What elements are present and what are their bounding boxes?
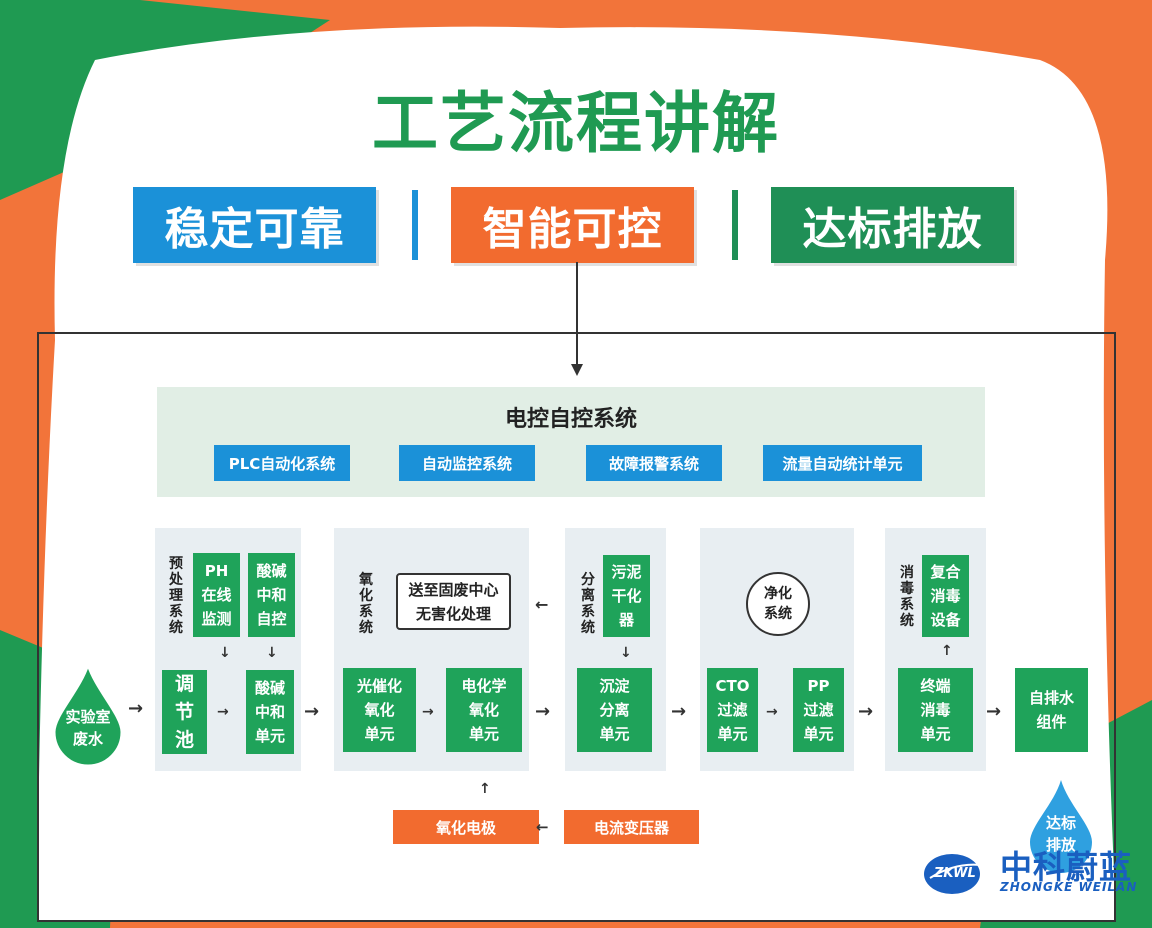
process-frame	[37, 332, 1116, 922]
separation-label: 分离系统	[581, 572, 595, 636]
sedimentation-unit: 沉淀 分离 单元	[577, 668, 652, 752]
arrow-down-icon: ↓	[266, 645, 278, 661]
sludge-dryer: 污泥 干化 器	[603, 555, 650, 637]
arrow-right-icon: →	[986, 701, 1002, 722]
arrow-right-icon: →	[535, 701, 551, 722]
composite-disinfection-device: 复合 消毒 设备	[922, 555, 969, 637]
electric-control-title: 电控自控系统	[504, 407, 637, 432]
cto-filter-unit: CTO 过滤 单元	[707, 668, 758, 752]
ph-monitor: PH 在线 监测	[193, 553, 240, 637]
page-title: 工艺流程讲解	[372, 85, 780, 162]
acid-base-control: 酸碱 中和 自控	[248, 553, 295, 637]
pp-filter-unit: PP 过滤 单元	[793, 668, 844, 752]
regulating-tank: 调 节 池	[162, 670, 207, 754]
logo-mark-icon	[924, 854, 997, 894]
arrow-right-icon: →	[304, 701, 320, 722]
input-wastewater: 实验室 废水	[65, 708, 111, 748]
logo-name: 中科蔚蓝	[1000, 848, 1133, 886]
separator	[732, 190, 738, 260]
plc-system: PLC自动化系统	[214, 445, 350, 481]
arrow-up-icon: ↑	[941, 643, 953, 659]
tag-smart: 智能可控	[451, 187, 694, 263]
purification-label: 净化 系统	[746, 572, 810, 636]
connector-line	[571, 262, 583, 376]
flow-stat-unit: 流量自动统计单元	[763, 445, 922, 481]
water-drop-icon	[52, 660, 124, 768]
tag-stable: 稳定可靠	[133, 187, 376, 263]
drain-component: 自排水 组件	[1015, 668, 1088, 752]
arrow-right-icon: →	[217, 704, 229, 720]
arrow-left-icon: ←	[536, 818, 549, 836]
water-drop-icon	[1030, 780, 1092, 873]
alarm-system: 故障报警系统	[586, 445, 722, 481]
logo-name-en: ZHONGKE WEILAN	[1000, 880, 1138, 894]
tag-discharge: 达标排放	[771, 187, 1014, 263]
output-discharge: 达标 排放	[1045, 814, 1076, 854]
monitor-system: 自动监控系统	[399, 445, 535, 481]
neutralization-unit: 酸碱 中和 单元	[246, 670, 294, 754]
arrow-down-icon: ↓	[219, 645, 231, 661]
logo-mark-text: ZKWL	[934, 866, 976, 881]
arrow-right-icon: →	[858, 701, 874, 722]
separator	[412, 190, 418, 260]
oxidation-electrode: 氧化电极	[393, 810, 539, 844]
arrow-left-icon: ←	[535, 595, 549, 614]
pretreatment-label: 预处理系统	[169, 556, 183, 636]
oxidation-label: 氧化系统	[359, 572, 373, 636]
solid-waste-note: 送至固废中心 无害化处理	[396, 573, 511, 630]
arrow-down-icon: ↓	[620, 645, 632, 661]
disinfection-label: 消毒系统	[900, 565, 914, 629]
arrow-right-icon: →	[422, 704, 434, 720]
terminal-disinfection-unit: 终端 消毒 单元	[898, 668, 973, 752]
photocatalytic-oxidation-unit: 光催化 氧化 单元	[343, 668, 416, 752]
arrow-right-icon: →	[766, 704, 778, 720]
current-transformer: 电流变压器	[564, 810, 699, 844]
arrow-right-icon: →	[128, 698, 144, 719]
electrochemical-oxidation-unit: 电化学 氧化 单元	[446, 668, 522, 752]
arrow-right-icon: →	[671, 701, 687, 722]
arrow-up-icon: ↑	[479, 781, 491, 797]
